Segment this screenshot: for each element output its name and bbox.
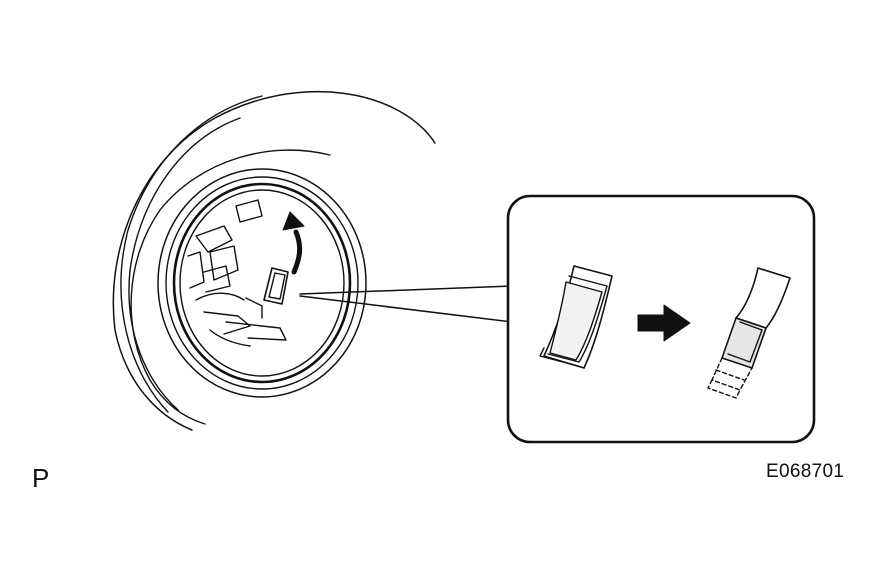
housing-outer-arcs: [112, 90, 436, 431]
figure-code: E068701: [766, 461, 845, 482]
clip-before: [539, 265, 613, 369]
curved-arrow-icon: [282, 211, 305, 275]
housing-internals: [187, 199, 287, 347]
housing-clip: [263, 267, 289, 305]
housing-ring: [157, 168, 367, 398]
callout-leader: [299, 285, 513, 323]
right-arrow-icon: [637, 304, 691, 342]
view-label: P: [32, 463, 50, 493]
clip-after: [707, 267, 791, 399]
